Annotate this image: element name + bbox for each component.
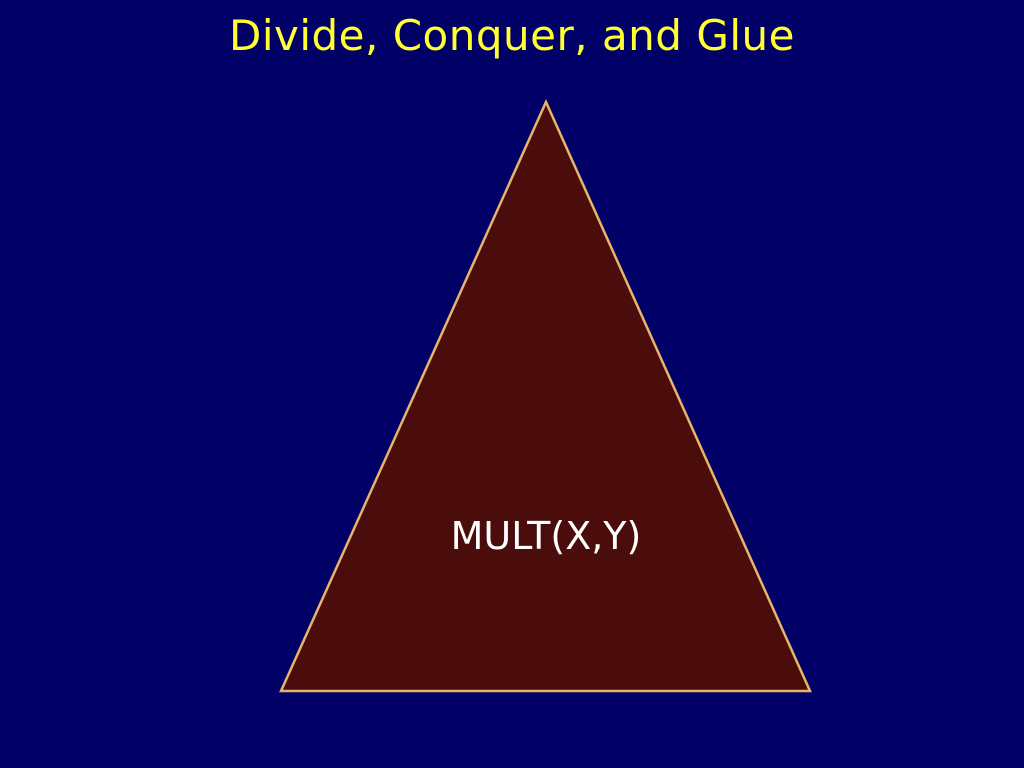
slide-title: Divide, Conquer, and Glue: [228, 11, 795, 60]
recursion-triangle: [279, 98, 812, 693]
triangle-label: MULT(X,Y): [450, 514, 642, 558]
